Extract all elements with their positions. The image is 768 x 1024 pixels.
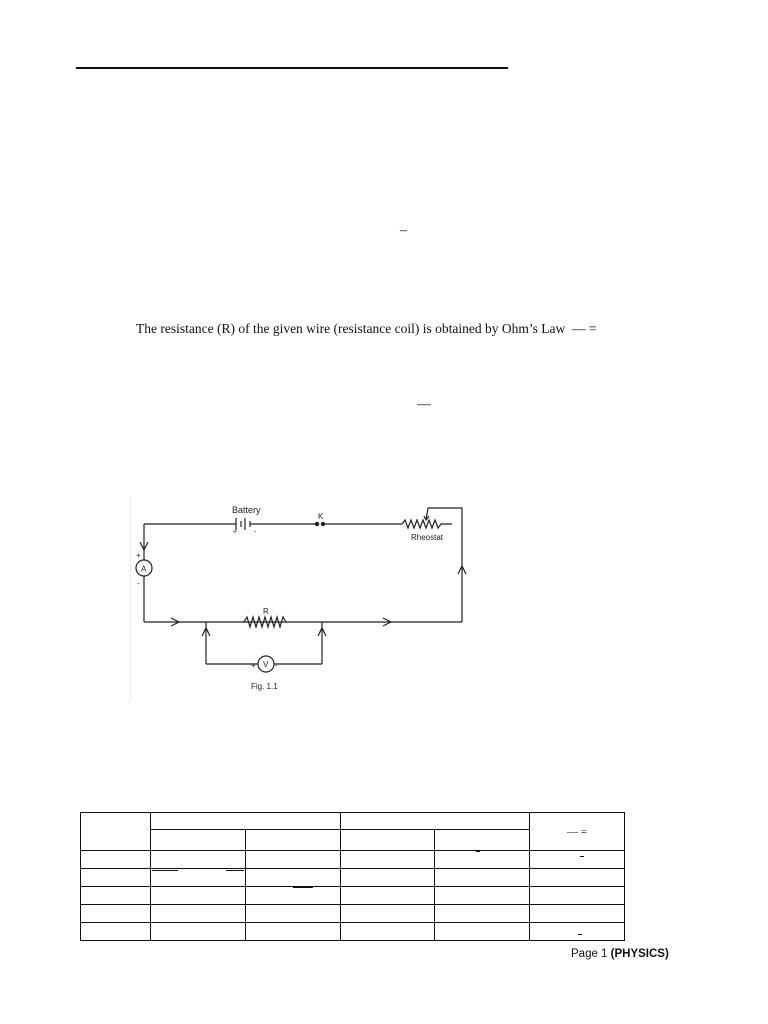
- voltmeter-minus-sign: -: [275, 661, 278, 670]
- ammeter-label: A: [141, 565, 147, 574]
- formula-fragment-2: —: [417, 397, 431, 412]
- table-header-cell: [150, 829, 246, 851]
- subject-label: (PHYSICS): [610, 948, 669, 960]
- table-row: [80, 868, 625, 887]
- table-header-cell: [80, 812, 151, 851]
- observation-table: — =: [80, 812, 625, 941]
- fraction-tick: [476, 851, 480, 852]
- table-header-cell: [340, 829, 435, 851]
- ammeter-plus-sign: +: [136, 551, 141, 560]
- table-header-cell: [245, 829, 341, 851]
- table-header-cell: [150, 812, 341, 830]
- table-header-cell: [434, 829, 530, 851]
- statement-text: The resistance (R) of the given wire (re…: [136, 321, 566, 336]
- table-row: [80, 922, 625, 941]
- battery-label: Battery: [232, 505, 261, 515]
- fraction-tick: [578, 934, 582, 935]
- voltmeter-label: V: [263, 660, 269, 669]
- battery-plus-sign: +: [233, 529, 237, 536]
- statement-formula: — =: [572, 321, 597, 336]
- fraction-tick: [293, 887, 313, 888]
- circuit-diagram: Battery + - K Rheostat A + - R V + - Fig…: [130, 496, 467, 701]
- ratio-header: — =: [529, 812, 625, 851]
- figure-caption: Fig. 1.1: [251, 682, 278, 691]
- formula-fragment: –: [400, 223, 407, 238]
- resistor-label: R: [263, 607, 269, 616]
- fraction-tick: [580, 856, 584, 857]
- battery-minus-sign: -: [254, 529, 257, 536]
- key-label: K: [318, 512, 324, 521]
- table-row: [80, 850, 625, 869]
- page-footer: Page 1 (PHYSICS): [571, 948, 669, 960]
- fraction-tick: [226, 870, 244, 871]
- voltmeter-plus-sign: +: [251, 661, 256, 670]
- ohms-law-statement: The resistance (R) of the given wire (re…: [136, 321, 597, 337]
- table-header-cell: [340, 812, 530, 830]
- page-number: Page 1: [571, 948, 608, 960]
- ammeter-minus-sign: -: [137, 579, 140, 588]
- table-row: [80, 904, 625, 923]
- fraction-tick: [152, 870, 178, 871]
- table-row: [80, 886, 625, 905]
- top-rule: [76, 67, 508, 69]
- rheostat-label: Rheostat: [411, 533, 444, 542]
